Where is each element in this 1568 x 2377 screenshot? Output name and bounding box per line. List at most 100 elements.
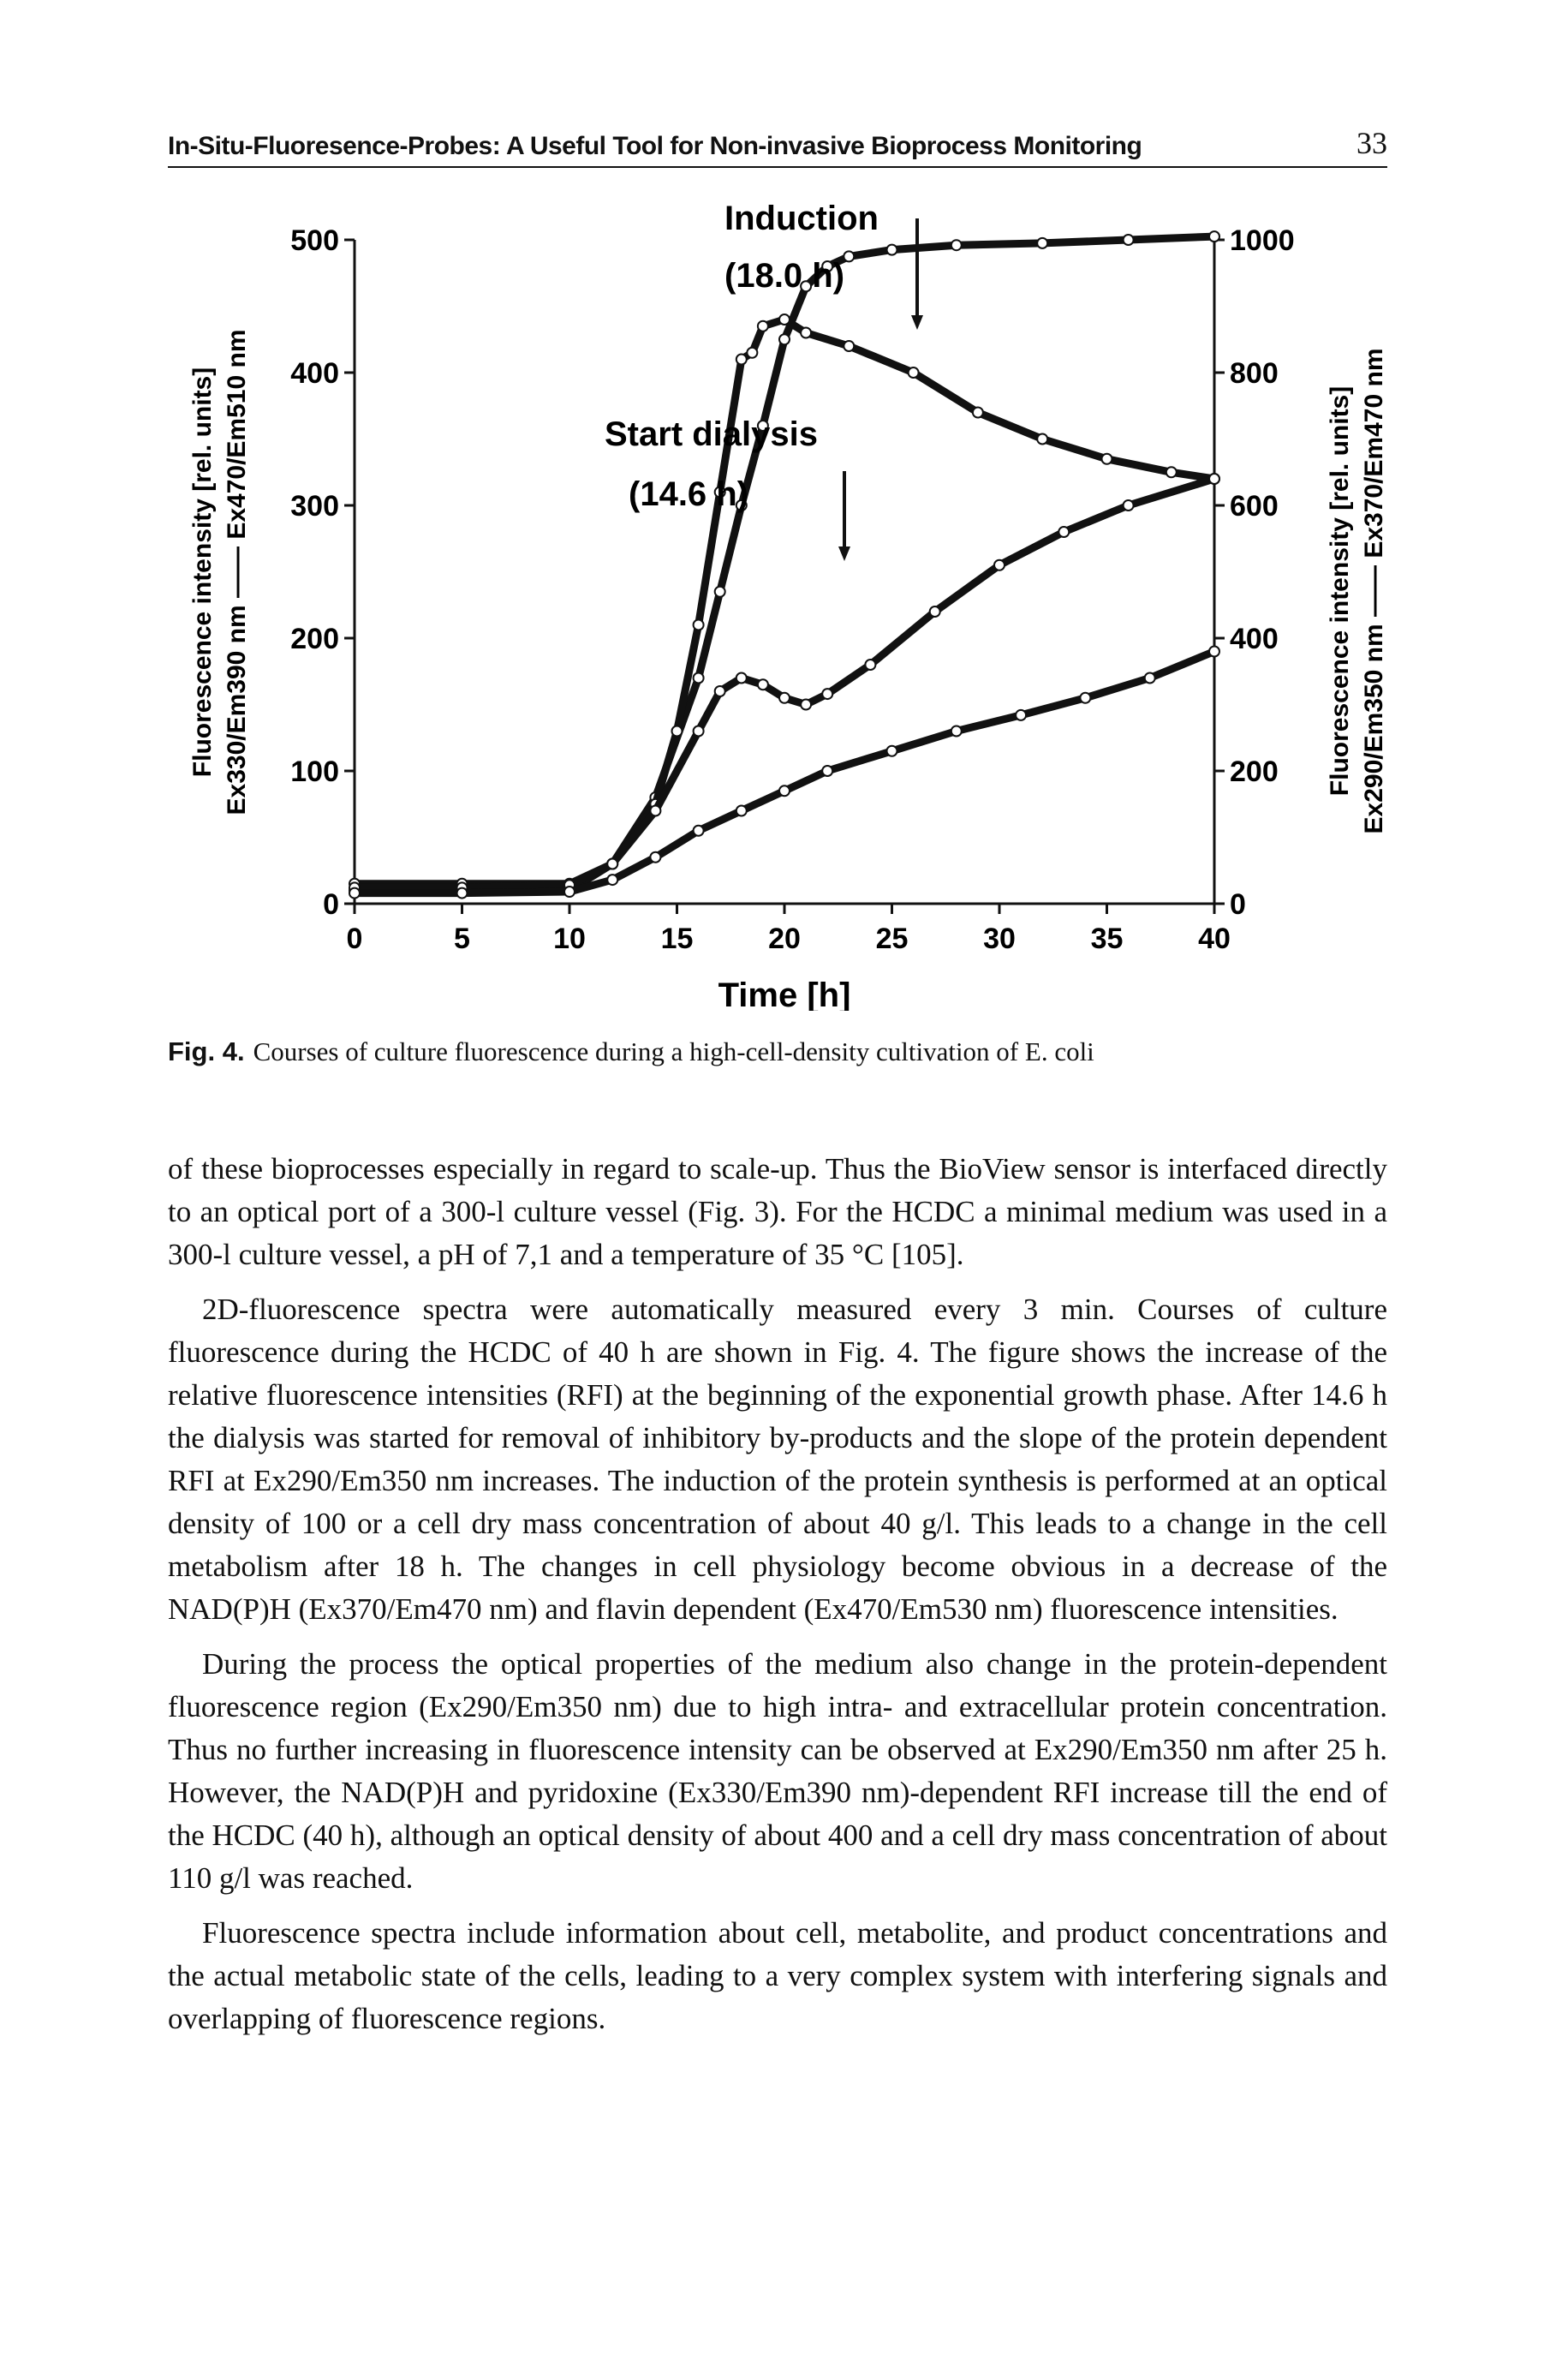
data-point <box>692 824 705 837</box>
data-point <box>456 887 468 899</box>
x-tick-label: 35 <box>1091 923 1124 955</box>
series-line-2 <box>350 315 1219 888</box>
y-left-tick-label: 200 <box>290 623 339 655</box>
data-point <box>606 857 619 870</box>
data-point <box>800 698 813 711</box>
data-point <box>606 874 619 887</box>
y-left-tick-label: 0 <box>323 888 339 921</box>
data-point <box>843 340 856 352</box>
data-point <box>692 672 705 684</box>
data-point <box>756 320 769 332</box>
data-point <box>735 804 748 817</box>
y-right-tick-label: 200 <box>1230 756 1279 788</box>
data-point <box>885 744 898 757</box>
data-point <box>1165 466 1177 479</box>
data-point <box>735 499 748 511</box>
paragraph: 2D-fluorescence spectra were automatical… <box>168 1293 1387 1626</box>
x-tick-label: 30 <box>983 923 1016 955</box>
body-text: of these bioprocesses especially in rega… <box>168 1148 1387 2052</box>
induction-annotation-line1: Induction <box>724 200 879 237</box>
y-axis-left-label: Fluorescence intensity [rel. units] <box>188 367 217 777</box>
dialysis-annotation-line2: (14.6 h) <box>629 475 748 513</box>
data-point <box>993 558 1005 571</box>
data-point <box>885 243 898 256</box>
data-point <box>821 688 834 701</box>
caption-label: Fig. 4. <box>168 1036 245 1066</box>
data-point <box>950 725 963 738</box>
data-point <box>778 333 790 346</box>
data-point <box>1079 691 1092 704</box>
page-number: 33 <box>1356 126 1387 160</box>
paragraph: Fluorescence spectra include information… <box>168 1916 1387 2035</box>
data-point <box>1036 236 1049 249</box>
y-right-tick-label: 0 <box>1230 888 1246 921</box>
data-point <box>735 353 748 366</box>
data-point <box>713 585 726 598</box>
figure-caption: Fig. 4. Courses of culture fluorescence d… <box>168 1035 1392 1069</box>
data-point <box>1143 672 1156 684</box>
data-point <box>1122 234 1135 246</box>
data-point <box>778 785 790 797</box>
x-tick-label: 15 <box>661 923 694 955</box>
y-right-tick-label: 800 <box>1230 357 1279 390</box>
data-point <box>821 765 834 777</box>
x-tick-label: 40 <box>1198 923 1231 955</box>
y-axis-right-series-label: Ex290/Em350 nm —— Ex370/Em470 nm <box>1360 349 1388 834</box>
data-point <box>713 685 726 697</box>
data-point <box>649 851 662 863</box>
data-point <box>1208 473 1220 485</box>
data-point <box>1058 526 1070 538</box>
y-right-tick-label: 600 <box>1230 490 1279 523</box>
data-point <box>746 346 759 359</box>
data-point <box>349 887 361 899</box>
data-point <box>756 678 769 691</box>
data-point <box>907 367 920 379</box>
data-point <box>778 314 790 325</box>
x-tick-label: 10 <box>553 923 586 955</box>
data-point <box>821 260 834 272</box>
paragraph: During the process the optical propertie… <box>168 1647 1387 1895</box>
dialysis-arrowhead <box>838 546 850 561</box>
page-header: In-Situ-Fluoresence-Probes: A Useful Too… <box>168 125 1387 168</box>
data-point <box>800 326 813 339</box>
x-tick-label: 5 <box>454 923 470 955</box>
caption-text: Courses of culture fluorescence during a… <box>253 1036 1094 1066</box>
data-point <box>671 725 683 738</box>
data-point <box>563 886 575 899</box>
data-point <box>971 406 984 419</box>
y-right-tick-label: 1000 <box>1230 224 1295 257</box>
data-point <box>1122 499 1135 511</box>
data-point <box>778 691 790 704</box>
data-point <box>713 486 726 499</box>
y-left-tick-label: 300 <box>290 490 339 523</box>
y-axis-left-series-label: Ex330/Em390 nm —— Ex470/Em510 nm <box>223 330 251 815</box>
x-tick-label: 0 <box>347 923 363 955</box>
series-line-4 <box>350 648 1219 898</box>
paragraph: of these bioprocesses especially in rega… <box>168 1152 1387 1271</box>
data-point <box>1208 230 1220 243</box>
x-tick-label: 25 <box>876 923 909 955</box>
data-point <box>692 618 705 631</box>
data-point <box>756 420 769 432</box>
y-left-tick-label: 400 <box>290 357 339 390</box>
data-point <box>649 804 662 817</box>
data-point <box>843 250 856 263</box>
series-line-3 <box>350 475 1219 892</box>
x-tick-label: 20 <box>768 923 801 955</box>
dialysis-annotation-line1: Start dialysis <box>605 415 818 453</box>
y-left-tick-label: 100 <box>290 756 339 788</box>
y-axis-right-label: Fluorescence intensity [rel. units] <box>1326 386 1354 796</box>
data-point <box>800 280 813 293</box>
induction-annotation-line2: (18.0 h) <box>724 257 844 295</box>
y-right-tick-label: 400 <box>1230 623 1279 655</box>
data-point <box>735 672 748 684</box>
data-point <box>950 239 963 252</box>
data-point <box>692 725 705 738</box>
running-title: In-Situ-Fluoresence-Probes: A Useful Too… <box>168 132 1142 160</box>
x-axis-label: Time [h] <box>718 976 851 1011</box>
data-point <box>1015 708 1028 721</box>
data-point <box>928 606 941 618</box>
data-point <box>1208 645 1220 658</box>
data-point <box>1100 452 1113 465</box>
